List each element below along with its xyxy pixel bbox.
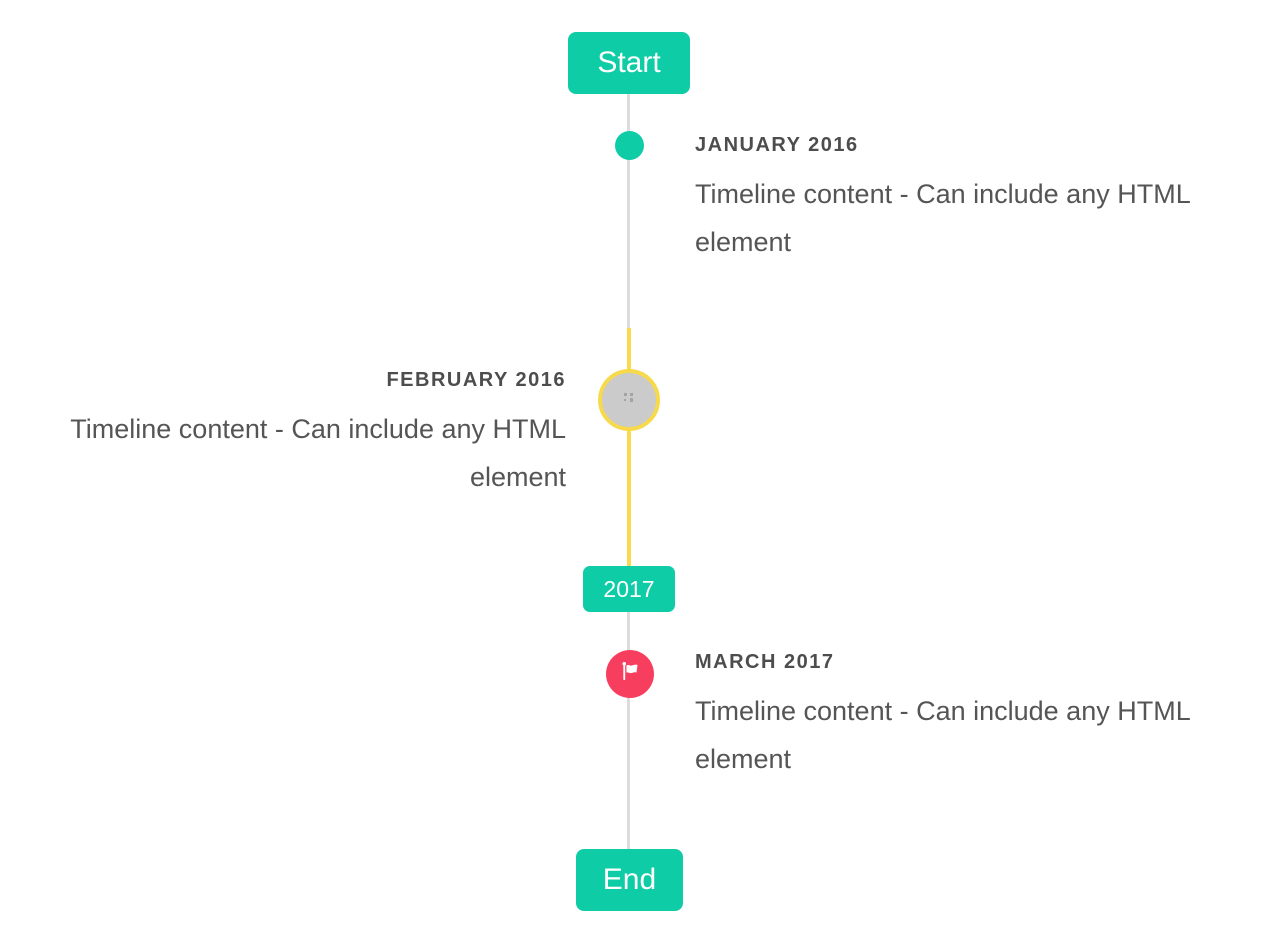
timeline-line-segment-bottom	[627, 610, 630, 850]
event-content-text: Timeline content - Can include any HTML …	[695, 696, 1190, 774]
end-badge[interactable]: End	[576, 849, 683, 911]
year-badge-2017[interactable]: 2017	[583, 566, 675, 612]
start-badge[interactable]: Start	[568, 32, 690, 94]
event-date-label: MARCH 2017	[695, 651, 835, 673]
event-marker-image-february	[598, 369, 660, 431]
timeline-event-january-2016: JANUARY 2016 Timeline content - Can incl…	[695, 134, 1219, 266]
flag-icon	[618, 659, 643, 689]
broken-image-icon	[621, 391, 637, 410]
event-content-text: Timeline content - Can include any HTML …	[695, 179, 1190, 257]
timeline-event-february-2016: FEBRUARY 2016 Timeline content - Can inc…	[42, 369, 566, 501]
event-marker-flag-march	[606, 650, 654, 698]
event-marker-dot-january	[615, 131, 644, 160]
timeline-line-segment-highlighted	[627, 328, 631, 568]
timeline-event-march-2017: MARCH 2017 Timeline content - Can includ…	[695, 651, 1219, 783]
event-date-label: FEBRUARY 2016	[386, 369, 566, 391]
event-content-text: Timeline content - Can include any HTML …	[70, 414, 566, 492]
event-date-label: JANUARY 2016	[695, 134, 859, 156]
timeline-line-segment-top	[627, 93, 630, 328]
